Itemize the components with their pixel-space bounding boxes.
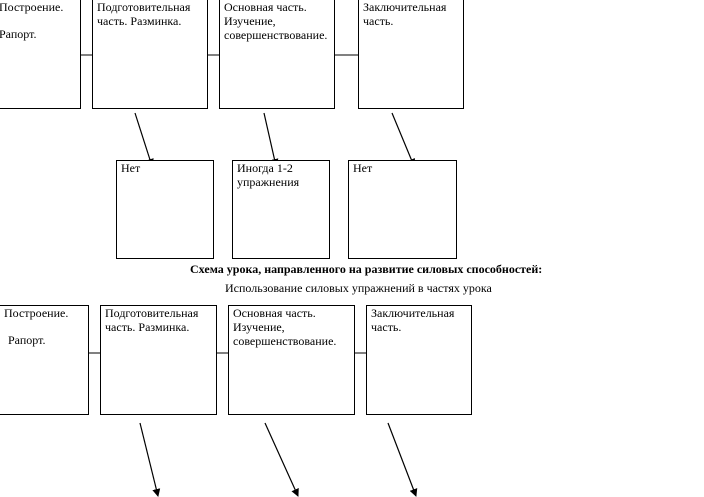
answer-box-2-text: Иногда 1-2 упражнения xyxy=(237,161,300,189)
top-box-final-text: Заключительная часть. xyxy=(363,0,447,28)
answer-box-3: Нет xyxy=(348,160,457,259)
top-arrow-1 xyxy=(134,112,154,167)
top-arrow-3 xyxy=(391,112,416,167)
bottom-box-final-text: Заключительная часть. xyxy=(371,306,455,334)
answer-box-2: Иногда 1-2 упражнения xyxy=(232,160,330,259)
bottom-box-preparatory-text: Подготовительная часть. Разминка. xyxy=(105,306,199,334)
bottom-box-main-text: Основная часть. Изучение, совершенствова… xyxy=(233,306,337,348)
top-box-main: Основная часть. Изучение, совершенствова… xyxy=(219,0,335,109)
top-arrow-2 xyxy=(263,112,279,167)
top-box-final: Заключительная часть. xyxy=(358,0,464,109)
bottom-arrow-3 xyxy=(387,422,418,497)
top-box-preparatory-text: Подготовительная часть. Разминка. xyxy=(97,0,191,28)
scheme-title: Схема урока, направленного на развитие с… xyxy=(190,262,543,276)
bottom-arrow-1 xyxy=(139,422,161,497)
top-box-formation-line2: Рапорт. xyxy=(0,27,37,41)
bottom-box-formation-line2: Рапорт. xyxy=(8,333,46,347)
bottom-box-preparatory: Подготовительная часть. Разминка. xyxy=(100,305,217,415)
bottom-box-formation: Построение. Рапорт. xyxy=(0,305,89,415)
top-box-main-text: Основная часть. Изучение, совершенствова… xyxy=(224,0,328,42)
top-box-formation-line1: Построение. xyxy=(0,0,64,14)
scheme-subtitle: Использование силовых упражнений в частя… xyxy=(225,281,492,295)
bottom-box-final: Заключительная часть. xyxy=(366,305,472,415)
bottom-arrow-2 xyxy=(264,422,299,497)
answer-box-1: Нет xyxy=(116,160,214,259)
answer-box-1-text: Нет xyxy=(121,161,141,175)
bottom-box-main: Основная часть. Изучение, совершенствова… xyxy=(228,305,355,415)
bottom-box-formation-line1: Построение. xyxy=(4,306,69,320)
top-box-formation: Построение. Рапорт. xyxy=(0,0,81,109)
top-box-preparatory: Подготовительная часть. Разминка. xyxy=(92,0,208,109)
answer-box-3-text: Нет xyxy=(353,161,373,175)
